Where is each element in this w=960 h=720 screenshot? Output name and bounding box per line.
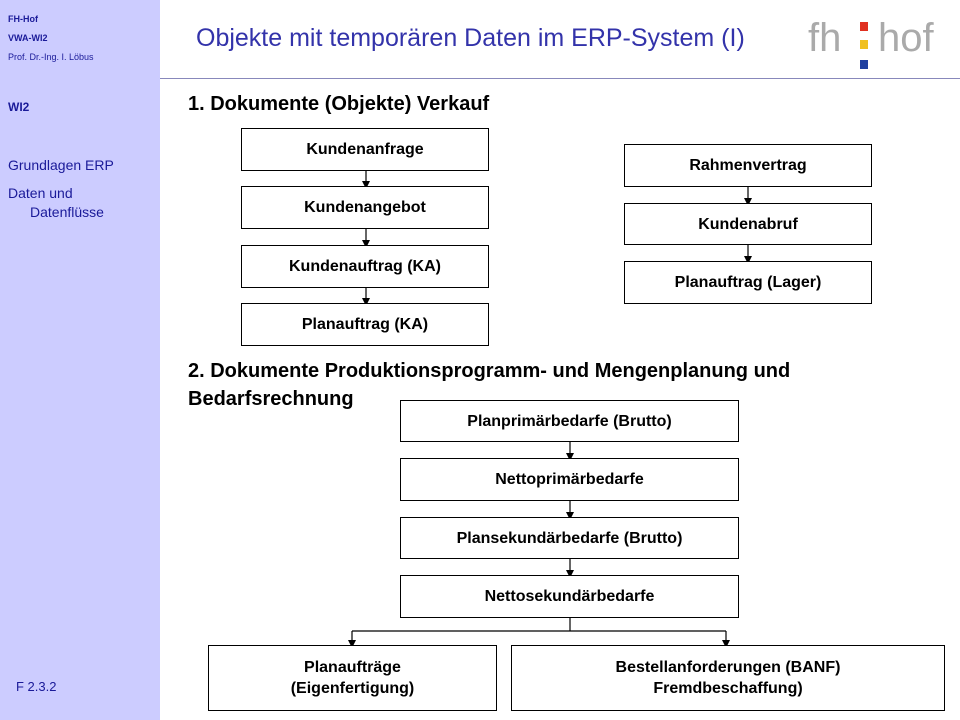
section1-heading: 1. Dokumente (Objekte) Verkauf — [188, 93, 490, 115]
section-label: WI2 — [8, 100, 30, 114]
section2-heading-line1: 2. Dokumente Produktionsprogramm- und Me… — [188, 360, 791, 382]
box-nettosekundaerbedarfe: Nettosekundärbedarfe — [400, 575, 739, 618]
org-label: FH-Hof — [8, 14, 38, 24]
page-title: Objekte mit temporären Daten im ERP-Syst… — [196, 24, 745, 52]
author-label: Prof. Dr.-Ing. I. Löbus — [8, 52, 94, 62]
logo-blue-square — [860, 60, 868, 69]
box-rahmenvertrag: Rahmenvertrag — [624, 144, 872, 187]
box-planauftrag-ka: Planauftrag (KA) — [241, 303, 489, 346]
course-label: VWA-WI2 — [8, 33, 48, 43]
box-kundenangebot: Kundenangebot — [241, 186, 489, 229]
sidebar: FH-Hof VWA-WI2 Prof. Dr.-Ing. I. Löbus W… — [0, 0, 160, 720]
fh-hof-logo: fh hof — [808, 14, 948, 72]
box-planauftrag-lager: Planauftrag (Lager) — [624, 261, 872, 304]
box-kundenabruf: Kundenabruf — [624, 203, 872, 245]
box-nettoprimaerbedarfe: Nettoprimärbedarfe — [400, 458, 739, 501]
planauftraege-line1: Planaufträge — [304, 659, 401, 676]
logo-text-left: fh — [808, 16, 842, 60]
section2-heading-line2: Bedarfsrechnung — [188, 388, 354, 410]
box-kundenanfrage: Kundenanfrage — [241, 128, 489, 171]
box-kundenauftrag: Kundenauftrag (KA) — [241, 245, 489, 288]
box-bestellanforderungen: Bestellanforderungen (BANF) Fremdbeschaf… — [511, 645, 945, 711]
banf-line1: Bestellanforderungen (BANF) — [615, 659, 841, 676]
logo-text-right: hof — [878, 16, 934, 60]
planauftraege-line2: (Eigenfertigung) — [290, 680, 415, 697]
box-plansekundaerbedarfe: Plansekundärbedarfe (Brutto) — [400, 517, 739, 559]
slide-code: F 2.3.2 — [16, 679, 57, 694]
logo-red-square — [860, 22, 868, 31]
nav-item-daten-line1[interactable]: Daten und — [8, 185, 73, 201]
title-divider — [160, 78, 960, 79]
logo-yellow-square — [860, 40, 868, 49]
nav-item-daten-line2[interactable]: Datenflüsse — [30, 204, 104, 220]
box-planauftraege: Planaufträge (Eigenfertigung) — [208, 645, 497, 711]
box-planprimaerbedarfe: Planprimärbedarfe (Brutto) — [400, 400, 739, 442]
nav-item-grundlagen-erp[interactable]: Grundlagen ERP — [8, 157, 114, 173]
banf-line2: Fremdbeschaffung) — [653, 680, 803, 697]
